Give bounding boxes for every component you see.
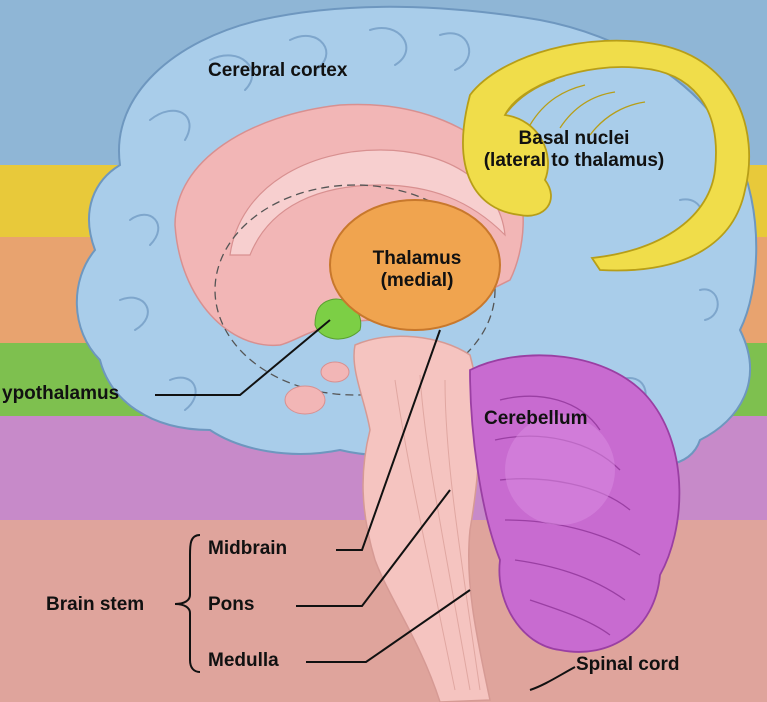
- label-thalamus-line1: Thalamus: [372, 248, 462, 269]
- label-basal-nuclei-line2: (lateral to thalamus): [483, 149, 665, 171]
- label-basal-nuclei-line1: Basal nuclei: [518, 128, 630, 149]
- label-medulla: Medulla: [208, 650, 279, 671]
- label-basal-nuclei: Basal nuclei (lateral to thalamus): [476, 128, 672, 172]
- label-thalamus: Thalamus (medial): [352, 248, 482, 292]
- thalamus-shape: [329, 199, 501, 331]
- label-thalamus-line2: (medial): [380, 269, 454, 291]
- cerebellum-lobe: [505, 415, 615, 525]
- label-pons: Pons: [208, 594, 255, 615]
- mammillary-blob: [320, 361, 350, 383]
- leader-lines: [155, 319, 576, 691]
- label-midbrain: Midbrain: [208, 538, 288, 559]
- label-spinal-cord: Spinal cord: [576, 654, 680, 675]
- brain-stem-fibers: [394, 374, 481, 691]
- pituitary-blob: [284, 385, 326, 415]
- label-hypothalamus: ypothalamus: [2, 383, 120, 404]
- label-brain-stem: Brain stem: [46, 594, 145, 615]
- basal-nuclei-shape: [462, 39, 751, 272]
- label-cerebellum: Cerebellum: [484, 408, 588, 429]
- corpus-callosum-arc: [229, 149, 506, 256]
- label-cerebral-cortex: Cerebral cortex: [208, 60, 348, 81]
- basal-nuclei-bridges: [504, 79, 646, 136]
- cortex-gyri: [119, 27, 719, 411]
- limbic-dashed-outline: [214, 184, 496, 396]
